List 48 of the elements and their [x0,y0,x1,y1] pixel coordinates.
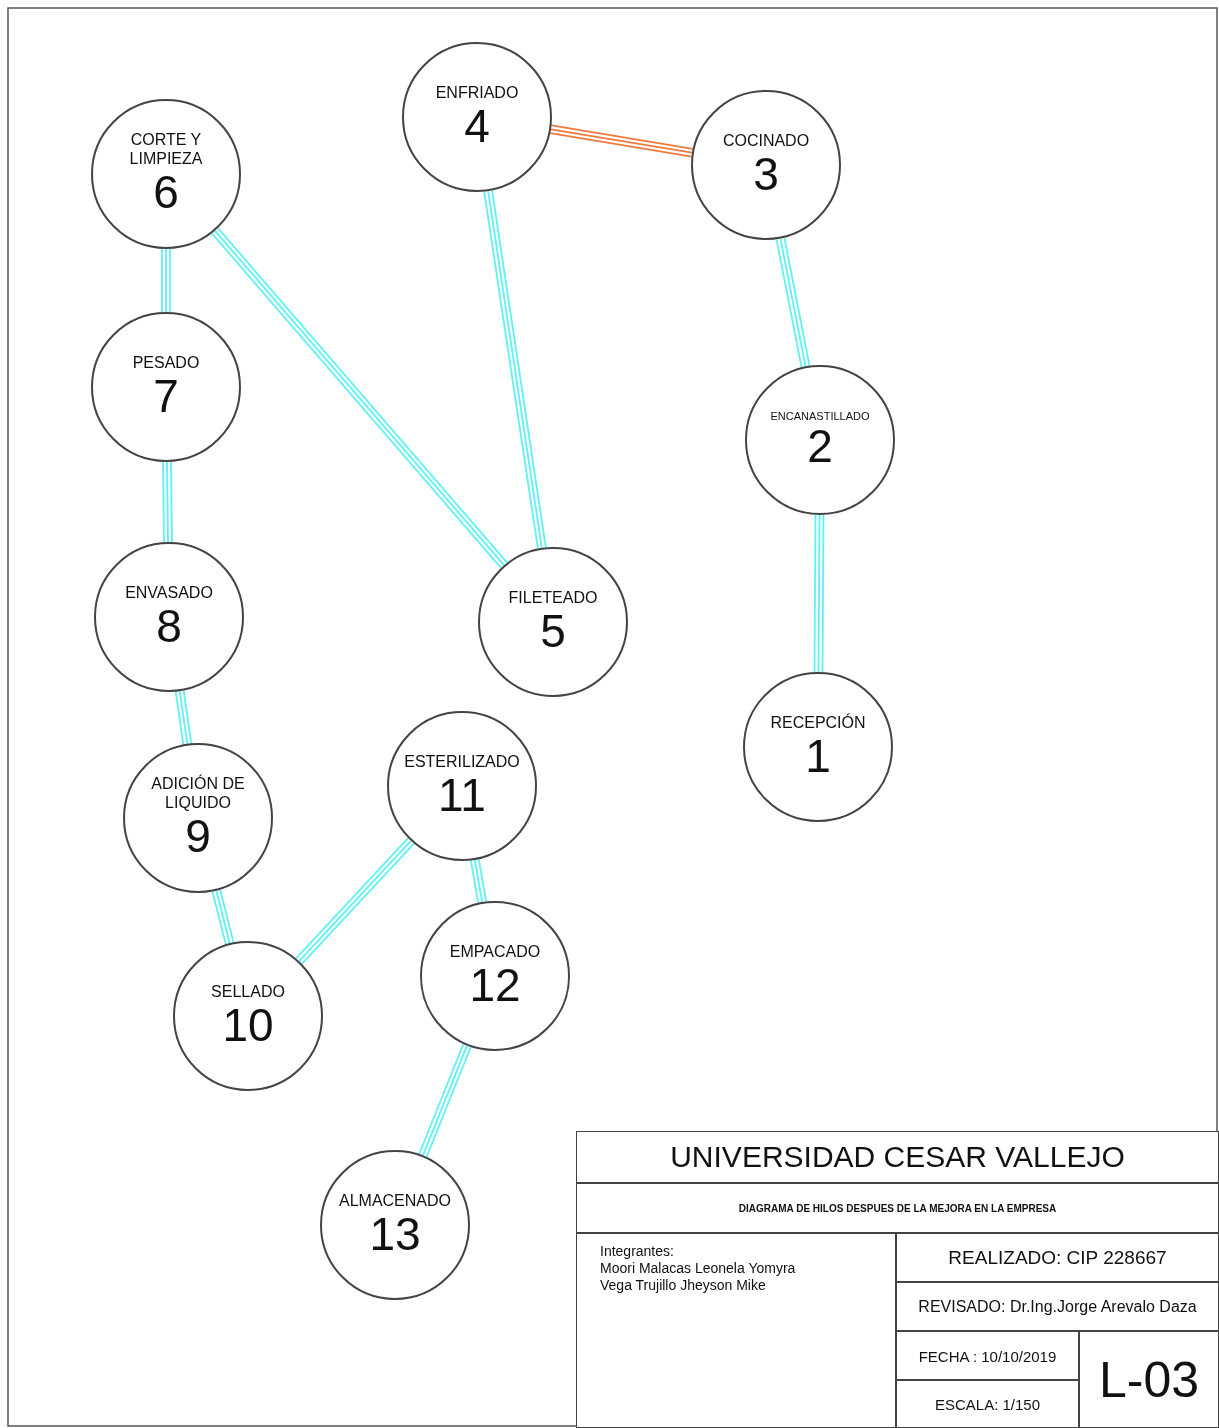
triple-line-connector [483,189,547,550]
step-number: 13 [369,1210,421,1259]
step-number: 10 [222,1001,274,1050]
step-name: ESTERILIZADO [404,752,520,772]
triple-line-connector [418,1043,472,1158]
scale-text: ESCALA: 1/150 [933,1395,1042,1413]
member-name: Moori Malacas Leonela Yomyra [600,1260,796,1277]
triple-line-connector [549,124,694,158]
step-name: ENFRIADO [435,83,519,103]
step-name: ENVASADO [125,583,213,603]
step-number: 6 [153,168,179,217]
triple-line-connector [211,888,235,946]
triple-line-connector [162,460,173,544]
sheet-number: L-03 [1097,1350,1201,1409]
step-name: CORTE Y LIMPIEZA [128,131,204,169]
step-name: ALMACENADO [339,1191,451,1211]
triple-line-connector [813,514,825,673]
step-number: 3 [753,150,779,199]
step-number: 4 [464,102,490,151]
triple-line-connector [295,837,415,965]
triple-line-connector [470,858,487,904]
triple-line-connector [211,227,508,569]
member-name: Vega Trujillo Jheyson Mike [600,1277,766,1294]
step-name: COCINADO [722,131,810,151]
step-number: 1 [805,732,831,781]
step-name: PESADO [132,353,200,373]
reviewer-text: REVISADO: Dr.Ing.Jorge Arevalo Daza [917,1297,1198,1316]
step-number: 9 [185,812,211,861]
members-heading: Integrantes: [600,1243,674,1260]
step-number: 2 [807,422,833,471]
step-name: ADICIÓN DE LIQUIDO [150,775,246,813]
step-name: EMPACADO [449,942,541,962]
step-name: FILETEADO [508,588,598,608]
step-number: 8 [156,602,182,651]
step-number: 11 [438,771,486,820]
author-text: REALIZADO: CIP 228667 [947,1246,1168,1269]
step-number: 7 [153,372,179,421]
step-number: 12 [469,961,521,1010]
university-name: UNIVERSIDAD CESAR VALLEJO [669,1140,1126,1174]
triple-line-connector [161,248,171,313]
step-name: SELLADO [211,982,285,1002]
step-name: RECEPCIÓN [770,713,866,733]
triple-line-connector [775,236,811,369]
triple-line-connector [174,689,193,746]
date-text: FECHA : 10/10/2019 [917,1347,1058,1364]
step-name: ENCANASTILLADO [770,409,870,423]
step-number: 5 [540,607,566,656]
subtitle-text: DIAGRAMA DE HILOS DESPUES DE LA MEJORA EN LA EMPRESA [737,1202,1058,1214]
